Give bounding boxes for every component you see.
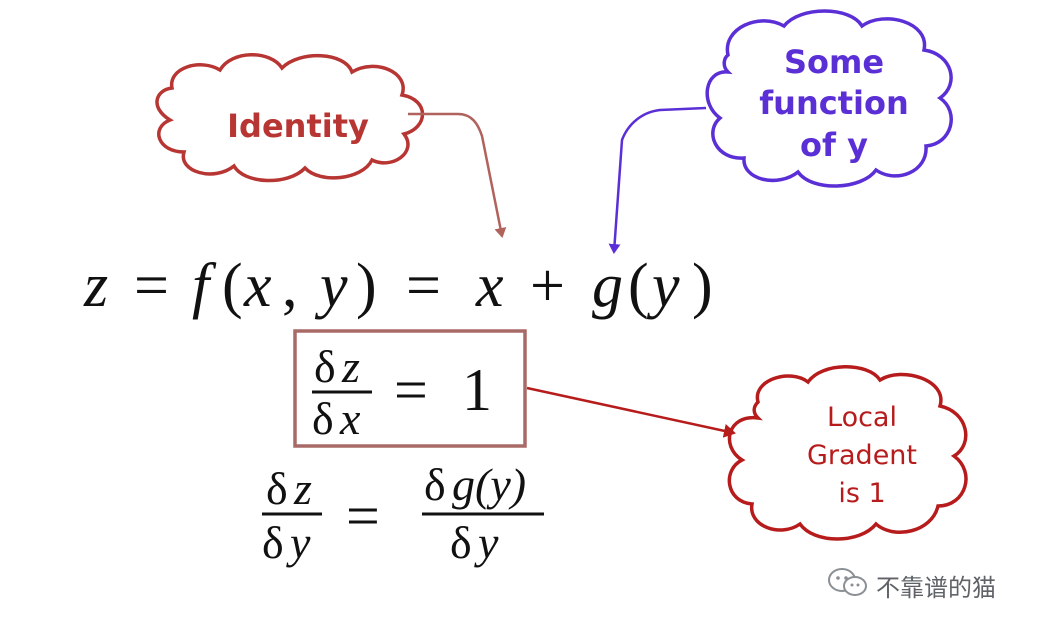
main-x: x: [243, 252, 272, 320]
main-y: y: [314, 252, 348, 320]
main-equals-2: =: [406, 252, 441, 320]
identity-cloud-shape: [155, 53, 425, 183]
some-function-cloud: Some function of y: [705, 9, 953, 188]
dy-rhs-num-expr: g(y): [452, 459, 526, 510]
dy-lhs-num-var: z: [293, 463, 312, 514]
dy-rhs-den-var: y: [474, 517, 499, 568]
dx-den-delta: δ: [312, 393, 334, 444]
main-equation: z = f ( x , y ) = x + g ( y ): [83, 252, 713, 320]
local-gradient-cloud-shape: [727, 365, 968, 541]
dx-rhs: 1: [462, 357, 492, 423]
watermark-text: 不靠谱的猫: [876, 574, 996, 602]
some-function-line-3: of y: [800, 126, 868, 164]
main-z: z: [83, 252, 108, 320]
main-equals-1: =: [134, 252, 169, 320]
some-function-line-2: function: [759, 84, 908, 122]
dy-equals: =: [346, 483, 380, 549]
main-lparen-2: (: [628, 252, 649, 320]
dx-den-var: x: [339, 393, 361, 444]
dy-lhs-den-var: y: [286, 517, 311, 568]
dy-lhs-den-delta: δ: [262, 517, 284, 568]
identity-cloud: Identity: [155, 53, 425, 183]
dz-dx-box: [293, 329, 527, 448]
wechat-icon: [828, 568, 867, 596]
main-rparen: ): [356, 252, 377, 320]
some-function-line-1: Some: [784, 43, 884, 81]
main-x2: x: [475, 252, 504, 320]
dy-rhs-den-delta: δ: [450, 517, 472, 568]
local-gradient-line-2: Gradent: [807, 440, 917, 471]
main-comma: ,: [282, 252, 298, 320]
main-y2: y: [646, 252, 680, 320]
some-function-cloud-shape: [705, 9, 953, 188]
main-g: g: [592, 252, 623, 320]
main-plus: +: [530, 252, 565, 320]
local-gradient-cloud: Local Gradent is 1: [727, 365, 968, 541]
dz-dx-equation: δ z δ x = 1: [293, 329, 527, 448]
dz-dy-equation: δ z δ y = δ g(y) δ y: [262, 459, 544, 568]
dx-num-var: z: [341, 341, 360, 392]
main-f: f: [192, 252, 217, 320]
some-function-arrow: [608, 106, 707, 254]
dx-equals: =: [394, 357, 428, 423]
main-lparen: (: [222, 252, 243, 320]
dy-lhs-num-delta: δ: [266, 463, 288, 514]
dx-num-delta: δ: [314, 341, 336, 392]
local-gradient-arrow: [526, 386, 736, 438]
identity-arrow: [408, 112, 507, 238]
dy-rhs-num-delta: δ: [424, 459, 446, 510]
main-rparen-2: ): [692, 252, 713, 320]
local-gradient-line-3: is 1: [838, 478, 885, 509]
identity-cloud-label: Identity: [227, 107, 369, 145]
local-gradient-line-1: Local: [827, 402, 897, 433]
